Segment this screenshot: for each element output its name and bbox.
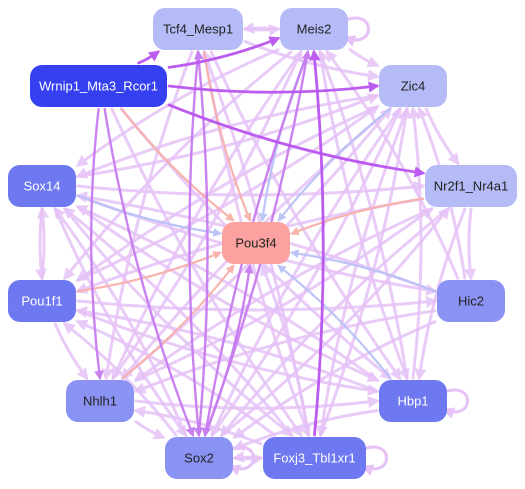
edge-zic4-to-nr2f1_nr4a1 (424, 107, 460, 166)
node-box-pou3f4[interactable] (222, 222, 290, 264)
edge-foxj3_tbl1xr1-to-sox2 (232, 450, 263, 463)
node-box-foxj3_tbl1xr1[interactable] (263, 437, 366, 479)
edge-pou1f1-to-nhlh1 (53, 322, 89, 381)
node-sox14[interactable]: Sox14 (8, 165, 76, 207)
node-nr2f1_nr4a1[interactable]: Nr2f1_Nr4a1 (425, 165, 517, 207)
node-label-nhlh1: Nhlh1 (83, 394, 117, 409)
edge-nr2f1_nr4a1-to-hic2 (463, 207, 476, 281)
edge-wrnip1_mta3_rcor1-to-nr2f1_nr4a1 (167, 103, 426, 178)
node-box-tcf4_mesp1[interactable] (153, 8, 243, 50)
edge-meis2-to-zic4 (348, 48, 380, 68)
edge-pou1f1-to-hic2 (76, 295, 438, 312)
edge-hic2-to-pou3f4 (289, 249, 437, 293)
node-label-tcf4_mesp1: Tcf4_Mesp1 (163, 22, 233, 37)
edge-hbp1-to-meis2 (317, 49, 409, 380)
edge-tcf4_mesp1-to-hbp1 (209, 50, 402, 381)
node-box-wrnip1_mta3_rcor1[interactable] (30, 65, 167, 107)
node-label-foxj3_tbl1xr1: Foxj3_Tbl1xr1 (273, 451, 355, 466)
node-label-hbp1: Hbp1 (397, 394, 428, 409)
edge-tcf4_mesp1-to-pou3f4 (203, 50, 252, 223)
self-loop-meis2 (343, 16, 370, 47)
edge-nhlh1-to-pou3f4 (121, 264, 235, 380)
edge-nr2f1_nr4a1-to-sox2 (220, 207, 450, 438)
edges-layer (34, 21, 476, 466)
edge-foxj3_tbl1xr1-to-sox14 (62, 207, 293, 437)
node-label-pou1f1: Pou1f1 (21, 294, 62, 309)
node-box-meis2[interactable] (280, 8, 348, 50)
edge-meis2-to-sox14 (75, 48, 280, 167)
edge-wrnip1_mta3_rcor1-to-nhlh1 (89, 107, 104, 381)
node-label-meis2: Meis2 (297, 22, 332, 37)
node-nhlh1[interactable]: Nhlh1 (66, 380, 134, 422)
edge-meis2-to-tcf4_mesp1 (242, 21, 280, 34)
node-zic4[interactable]: Zic4 (379, 65, 447, 107)
edge-foxj3_tbl1xr1-to-meis2 (309, 49, 325, 437)
edge-zic4-to-pou1f1 (75, 105, 379, 282)
edge-wrnip1_mta3_rcor1-to-zic4 (167, 81, 380, 94)
node-pou3f4[interactable]: Pou3f4 (222, 222, 290, 264)
edge-wrnip1_mta3_rcor1-to-tcf4_mesp1 (137, 50, 161, 65)
edge-sox2-to-zic4 (210, 106, 402, 437)
edge-nhlh1-to-sox2 (134, 420, 166, 440)
edge-tcf4_mesp1-to-nhlh1 (101, 50, 194, 381)
edge-pou1f1-to-zic4 (76, 105, 380, 282)
edge-hbp1-to-pou3f4 (277, 264, 392, 380)
self-loop-hbp1 (442, 388, 469, 419)
node-box-sox14[interactable] (8, 165, 76, 207)
self-loop-foxj3_tbl1xr1 (361, 445, 388, 476)
edge-hbp1-to-sox14 (75, 205, 379, 382)
edge-hbp1-to-pou1f1 (75, 306, 379, 393)
edge-nhlh1-to-meis2 (111, 49, 303, 380)
self-loops-layer (228, 16, 469, 476)
edge-foxj3_tbl1xr1-to-pou1f1 (75, 319, 277, 437)
edge-wrnip1_mta3_rcor1-to-pou3f4 (120, 107, 235, 222)
edge-wrnip1_mta3_rcor1-to-sox2 (103, 107, 195, 438)
edge-foxj3_tbl1xr1-to-zic4 (319, 106, 412, 437)
edge-zic4-to-pou3f4 (277, 107, 392, 222)
node-meis2[interactable]: Meis2 (280, 8, 348, 50)
edge-sox14-to-hbp1 (76, 205, 380, 382)
node-foxj3_tbl1xr1[interactable]: Foxj3_Tbl1xr1 (263, 437, 366, 479)
edge-nhlh1-to-nr2f1_nr4a1 (134, 207, 434, 382)
node-sox2[interactable]: Sox2 (165, 437, 233, 479)
node-label-nr2f1_nr4a1: Nr2f1_Nr4a1 (434, 179, 508, 194)
edge-sox2-to-nr2f1_nr4a1 (220, 206, 450, 437)
node-label-zic4: Zic4 (401, 79, 426, 94)
node-box-sox2[interactable] (165, 437, 233, 479)
node-box-nr2f1_nr4a1[interactable] (425, 165, 517, 207)
node-hbp1[interactable]: Hbp1 (379, 380, 447, 422)
edge-nr2f1_nr4a1-to-nhlh1 (133, 207, 433, 382)
edge-sox2-to-tcf4_mesp1 (194, 49, 209, 437)
node-label-sox14: Sox14 (24, 179, 61, 194)
edge-nr2f1_nr4a1-to-pou3f4 (289, 197, 425, 236)
edge-zic4-to-sox2 (210, 107, 402, 438)
edge-pou1f1-to-sox14 (37, 206, 50, 280)
node-label-pou3f4: Pou3f4 (235, 236, 276, 251)
edge-wrnip1_mta3_rcor1-to-meis2 (167, 36, 281, 69)
edge-tcf4_mesp1-to-sox2 (188, 50, 203, 438)
edge-sox14-to-pou3f4 (76, 194, 223, 237)
node-box-nhlh1[interactable] (66, 380, 134, 422)
edge-sox14-to-zic4 (76, 93, 380, 178)
edge-pou1f1-to-pou3f4 (76, 251, 223, 293)
edge-hbp1-to-sox2 (232, 409, 379, 451)
edge-meis2-to-hbp1 (318, 50, 410, 381)
self-loop-sox2 (228, 445, 255, 476)
edge-sox2-to-sox14 (53, 206, 188, 437)
node-label-wrnip1_mta3_rcor1: Wrnip1_Mta3_Rcor1 (39, 79, 158, 94)
node-pou1f1[interactable]: Pou1f1 (8, 280, 76, 322)
node-box-pou1f1[interactable] (8, 280, 76, 322)
node-label-hic2: Hic2 (458, 294, 484, 309)
node-box-hbp1[interactable] (379, 380, 447, 422)
node-box-hic2[interactable] (437, 280, 505, 322)
node-box-zic4[interactable] (379, 65, 447, 107)
node-hic2[interactable]: Hic2 (437, 280, 505, 322)
node-wrnip1_mta3_rcor1[interactable]: Wrnip1_Mta3_Rcor1 (30, 65, 167, 107)
node-tcf4_mesp1[interactable]: Tcf4_Mesp1 (153, 8, 243, 50)
node-label-sox2: Sox2 (184, 451, 214, 466)
